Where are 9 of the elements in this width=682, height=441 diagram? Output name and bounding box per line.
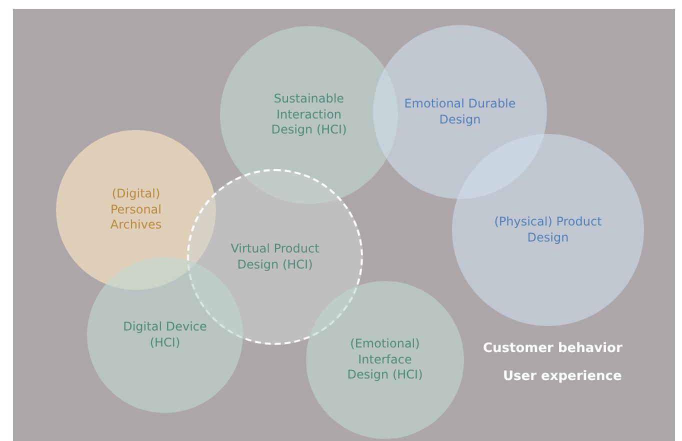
note-text: Customer behavior — [483, 341, 622, 356]
circle-label: Sustainable Interaction Design (HCI) — [270, 92, 348, 138]
circle-label: Virtual Product Design (HCI) — [230, 241, 320, 273]
circle-label: Emotional Durable Design — [403, 96, 517, 128]
circle-label: (Emotional) Interface Design (HCI) — [346, 336, 424, 384]
note-text: User experience — [503, 369, 622, 384]
circle-label: (Physical) Product Design — [493, 214, 603, 246]
circle-label: (Digital) Personal Archives — [109, 186, 163, 234]
circle-label: Digital Device (HCI) — [122, 319, 208, 351]
